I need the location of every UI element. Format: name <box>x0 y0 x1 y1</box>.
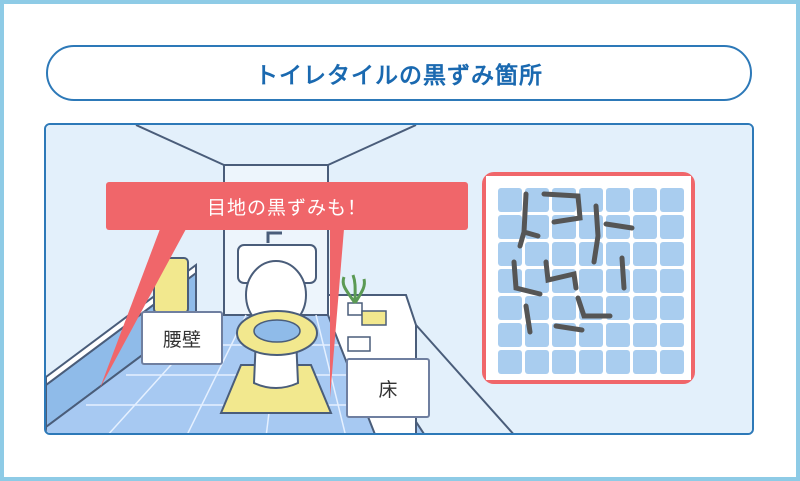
tile <box>660 350 684 374</box>
tile <box>498 350 522 374</box>
floor-label: 床 <box>346 358 430 418</box>
tile <box>525 350 549 374</box>
tile <box>660 296 684 320</box>
tile <box>606 242 630 266</box>
tile <box>498 188 522 212</box>
tile <box>552 296 576 320</box>
tile <box>606 323 630 347</box>
tile <box>633 269 657 293</box>
tile <box>498 323 522 347</box>
callout-text: 目地の黒ずみも！ <box>206 196 367 219</box>
page-title: トイレタイルの黒ずみ箇所 <box>255 63 543 89</box>
tile <box>660 323 684 347</box>
tile <box>552 242 576 266</box>
tile <box>552 188 576 212</box>
tile <box>606 350 630 374</box>
tile-closeup-panel <box>482 172 695 384</box>
pointer-to-wall <box>100 229 186 388</box>
tile <box>633 215 657 239</box>
tile <box>633 323 657 347</box>
tile <box>552 350 576 374</box>
title-banner: トイレタイルの黒ずみ箇所 <box>46 45 752 101</box>
tile <box>579 242 603 266</box>
tile <box>633 350 657 374</box>
tile <box>606 269 630 293</box>
callout-banner: 目地の黒ずみも！ <box>106 182 468 230</box>
tile <box>633 296 657 320</box>
tile-grid-closeup <box>486 176 691 380</box>
tile <box>579 350 603 374</box>
tile <box>525 296 549 320</box>
tile <box>633 188 657 212</box>
tile <box>633 242 657 266</box>
tile <box>606 188 630 212</box>
tile <box>660 269 684 293</box>
floor-label-text: 床 <box>378 378 398 401</box>
tile <box>660 242 684 266</box>
wall-label-text: 腰壁 <box>162 328 201 351</box>
wall-label: 腰壁 <box>141 311 223 365</box>
tile <box>498 242 522 266</box>
tile <box>579 323 603 347</box>
tile <box>579 269 603 293</box>
tile <box>498 296 522 320</box>
pointer-to-floor <box>330 229 344 398</box>
tile <box>660 215 684 239</box>
tile <box>660 188 684 212</box>
tile <box>579 188 603 212</box>
tile <box>606 296 630 320</box>
tile <box>498 215 522 239</box>
tile <box>525 269 549 293</box>
tile <box>525 242 549 266</box>
